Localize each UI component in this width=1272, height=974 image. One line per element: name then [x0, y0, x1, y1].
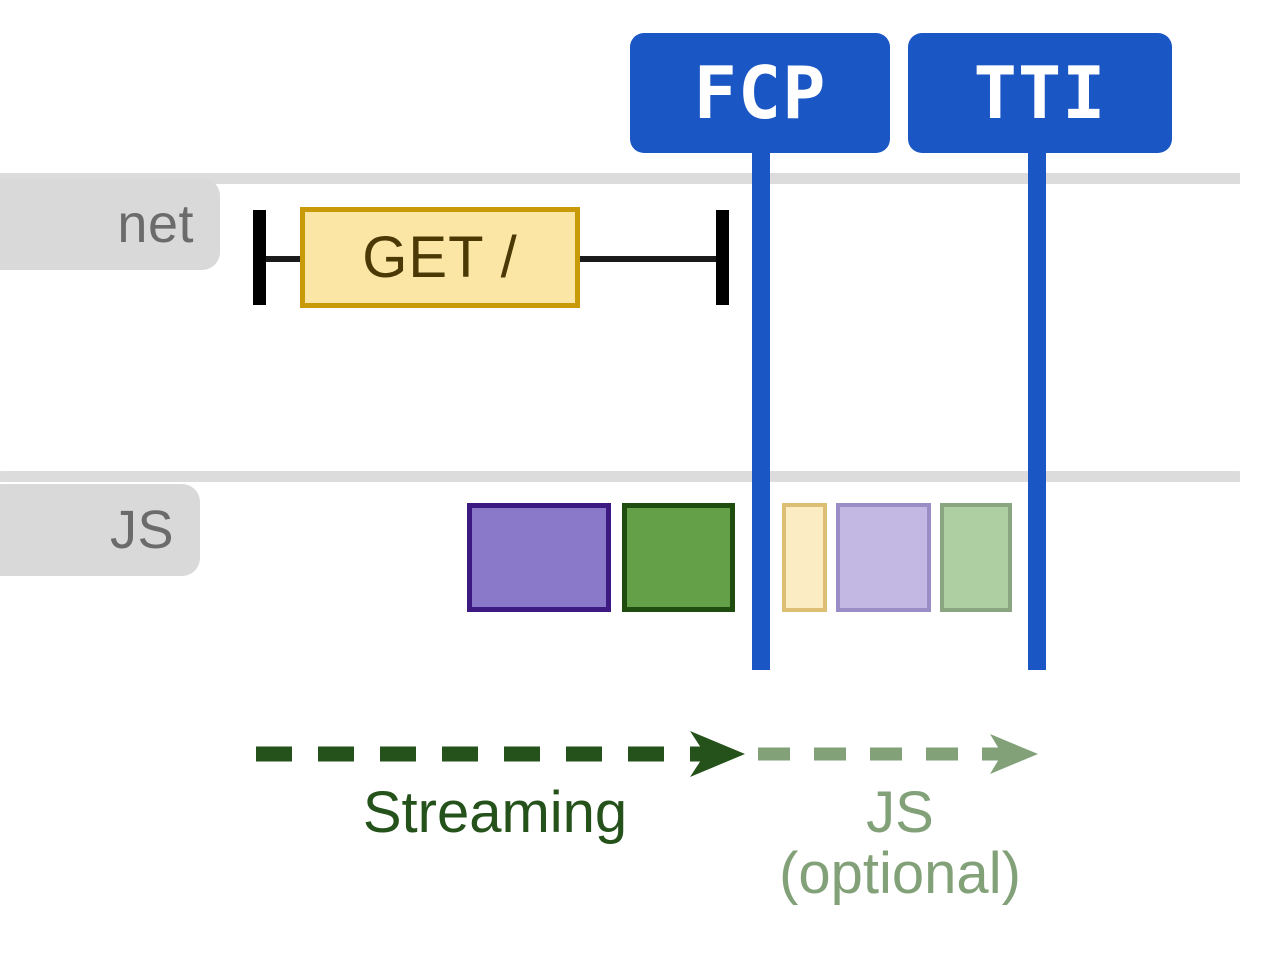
net-request-box: GET /: [300, 207, 580, 308]
streaming-arrow-icon: [256, 731, 745, 777]
js-optional-arrow-icon: [758, 734, 1038, 774]
js-task-block-2: [622, 503, 735, 612]
tti-milestone-line: [1028, 135, 1046, 670]
row-label-net: net: [0, 178, 220, 270]
js-task-block-5: [940, 503, 1012, 612]
net-request-end-cap: [716, 210, 729, 305]
fcp-badge[interactable]: FCP: [630, 33, 890, 153]
streaming-phase-label: Streaming: [362, 780, 628, 845]
tti-badge-label: TTI: [973, 51, 1107, 135]
js-task-block-3: [782, 503, 827, 612]
js-optional-phase-arrow: [752, 726, 1042, 782]
row-label-js-text: JS: [109, 500, 174, 560]
fcp-milestone-line: [752, 135, 770, 670]
row-label-net-text: net: [117, 194, 194, 254]
js-task-block-1: [467, 503, 611, 612]
net-track-line: [0, 173, 1240, 184]
js-task-block-4: [836, 503, 931, 612]
row-label-js: JS: [0, 484, 200, 576]
tti-badge[interactable]: TTI: [908, 33, 1172, 153]
net-request-start-cap: [253, 210, 266, 305]
net-request-label: GET /: [362, 224, 518, 290]
streaming-phase-arrow: [250, 726, 750, 782]
fcp-badge-label: FCP: [693, 51, 827, 135]
js-track-line: [0, 471, 1240, 482]
js-optional-phase-label: JS (optional): [779, 780, 1021, 907]
